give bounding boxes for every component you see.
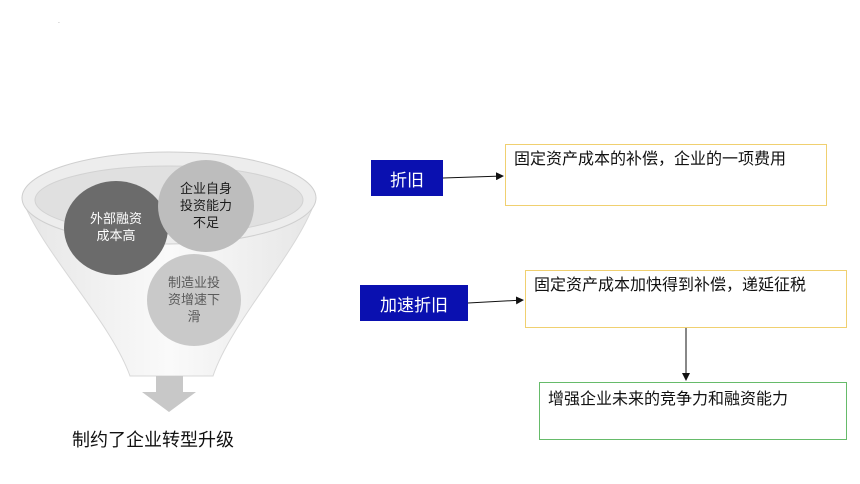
circle-external-financing: 外部融资成本高	[64, 181, 168, 275]
arrow-depreciation	[442, 172, 504, 181]
label-accelerated-depreciation: 加速折旧	[360, 285, 468, 321]
box-accelerated-definition: 固定资产成本加快得到补偿，递延征税	[525, 270, 847, 328]
box-depreciation-definition: 固定资产成本的补偿，企业的一项费用	[505, 144, 827, 206]
decorative-dot: ·	[58, 20, 60, 27]
circle-manufacturing-investment: 制造业投资增速下滑	[147, 254, 241, 346]
box-result: 增强企业未来的竞争力和融资能力	[539, 382, 847, 440]
arrow-accelerated	[467, 296, 524, 305]
funnel-caption: 制约了企业转型升级	[72, 430, 234, 451]
funnel-down-arrow	[142, 376, 196, 412]
circle-self-investment: 企业自身投资能力不足	[158, 160, 254, 252]
label-depreciation: 折旧	[371, 160, 443, 196]
